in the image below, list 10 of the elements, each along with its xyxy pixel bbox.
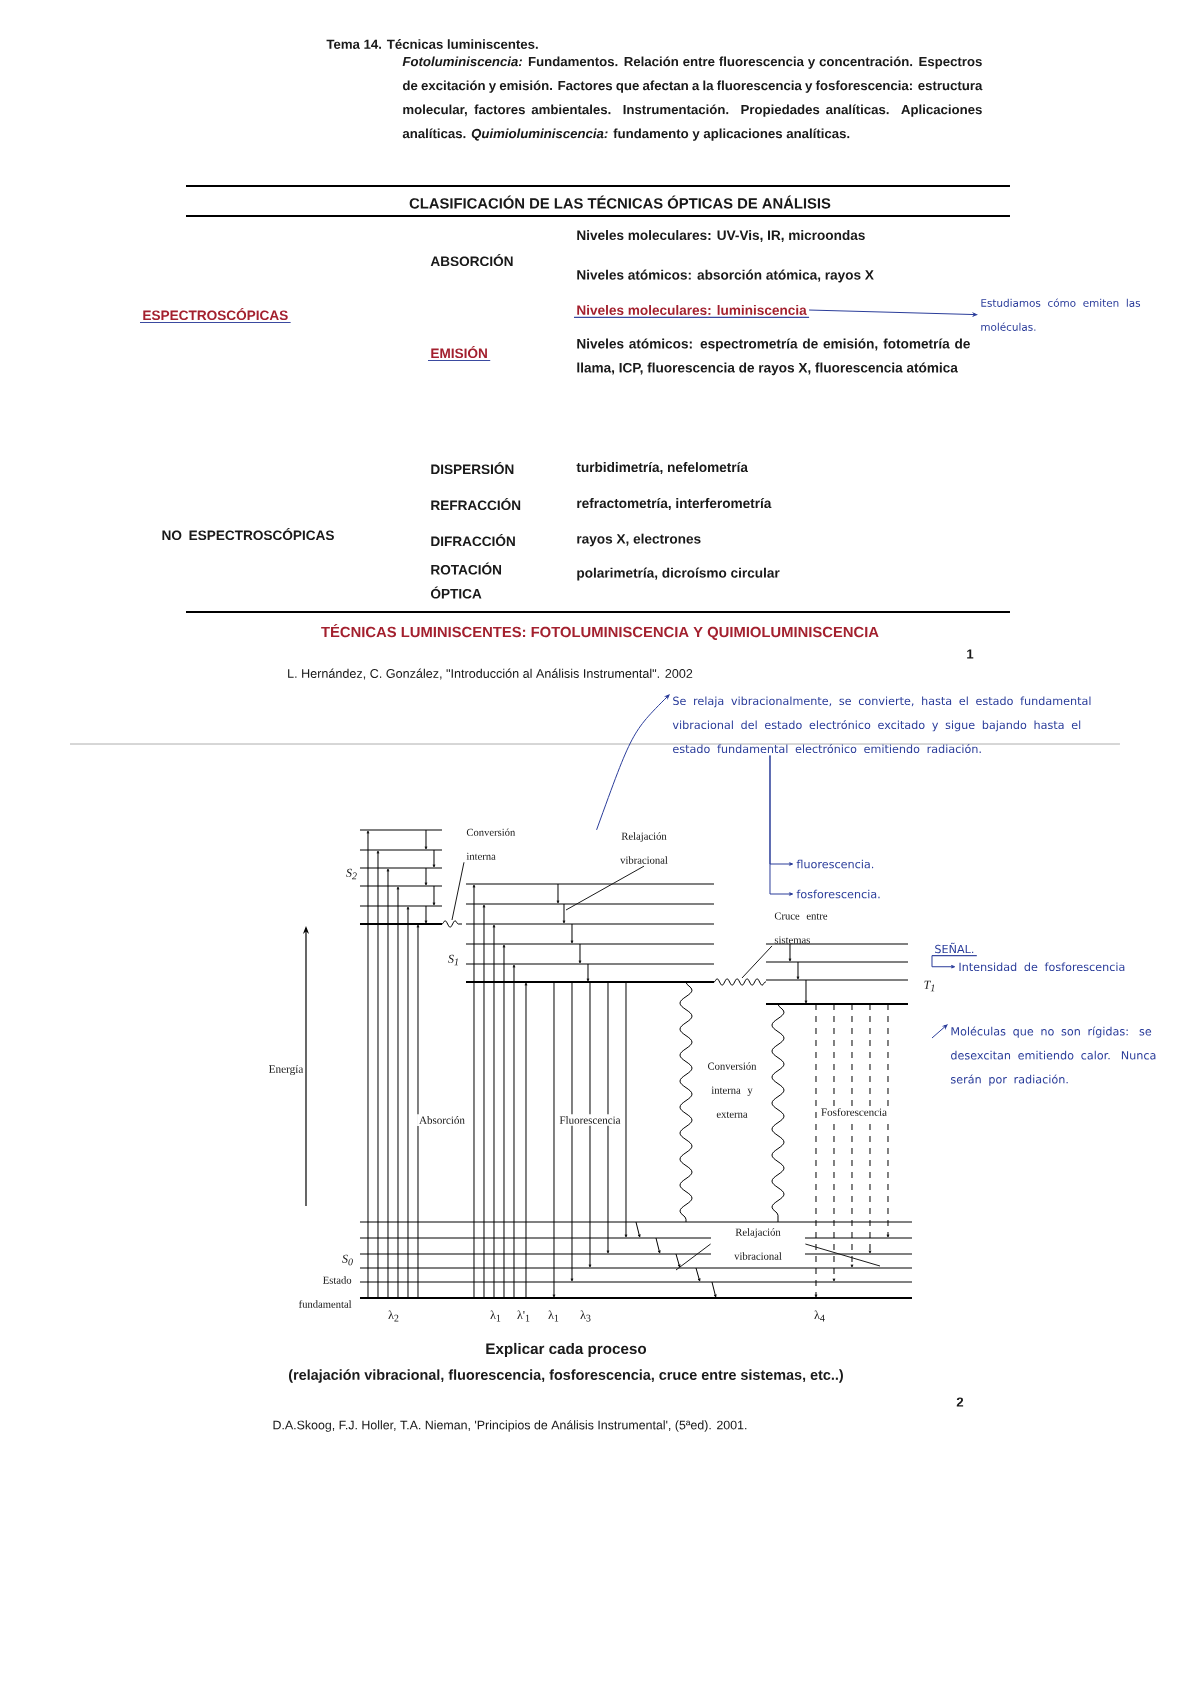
leader-line	[565, 865, 645, 911]
leader-line	[804, 1243, 881, 1267]
leader-line	[451, 861, 465, 921]
arrow	[808, 309, 978, 317]
leader-line	[675, 1243, 712, 1271]
leader-line	[741, 945, 773, 979]
arrow	[931, 1024, 948, 1039]
arrow	[931, 955, 956, 969]
arrow	[769, 754, 794, 896]
arrow	[596, 694, 670, 831]
